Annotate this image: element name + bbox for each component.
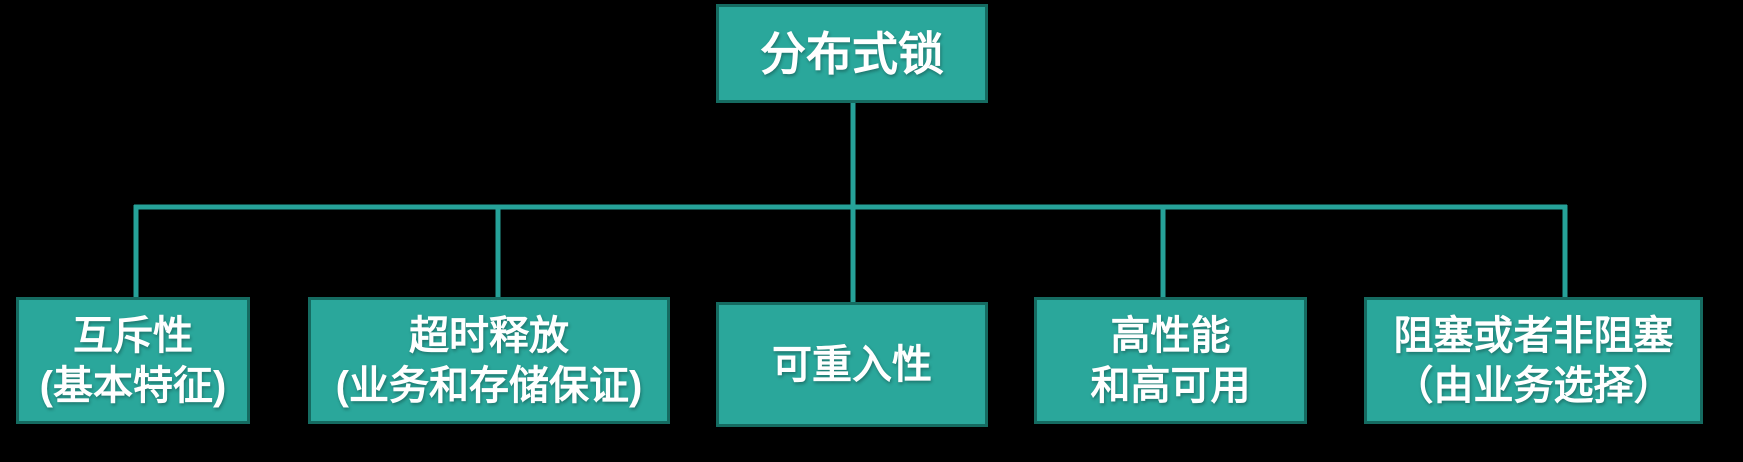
node-timeout-release: 超时释放 (业务和存储保证) [308,297,670,424]
node-label-line-2: 和高可用 [1090,363,1251,408]
node-label-line-1: 高性能 [1110,313,1231,358]
node-mutual-exclusion: 互斥性 (基本特征) [16,297,250,424]
node-blocking-or-nonblocking: 阻塞或者非阻塞 （由业务选择） [1364,297,1703,424]
node-high-performance-availability: 高性能 和高可用 [1034,297,1307,424]
node-label-line-1: 超时释放 [409,313,569,358]
node-label-line-1: 阻塞或者非阻塞 [1393,313,1674,358]
node-label: 可重入性 [772,342,932,387]
node-label-line-1: 互斥性 [73,313,193,358]
node-label-line-2: (业务和存储保证) [335,363,643,408]
node-label-line-2: （由业务选择） [1393,363,1674,408]
node-label-line-2: (基本特征) [39,363,227,408]
node-reentrancy: 可重入性 [716,302,988,427]
node-distributed-lock: 分布式锁 [716,4,988,103]
node-label: 分布式锁 [760,27,944,80]
